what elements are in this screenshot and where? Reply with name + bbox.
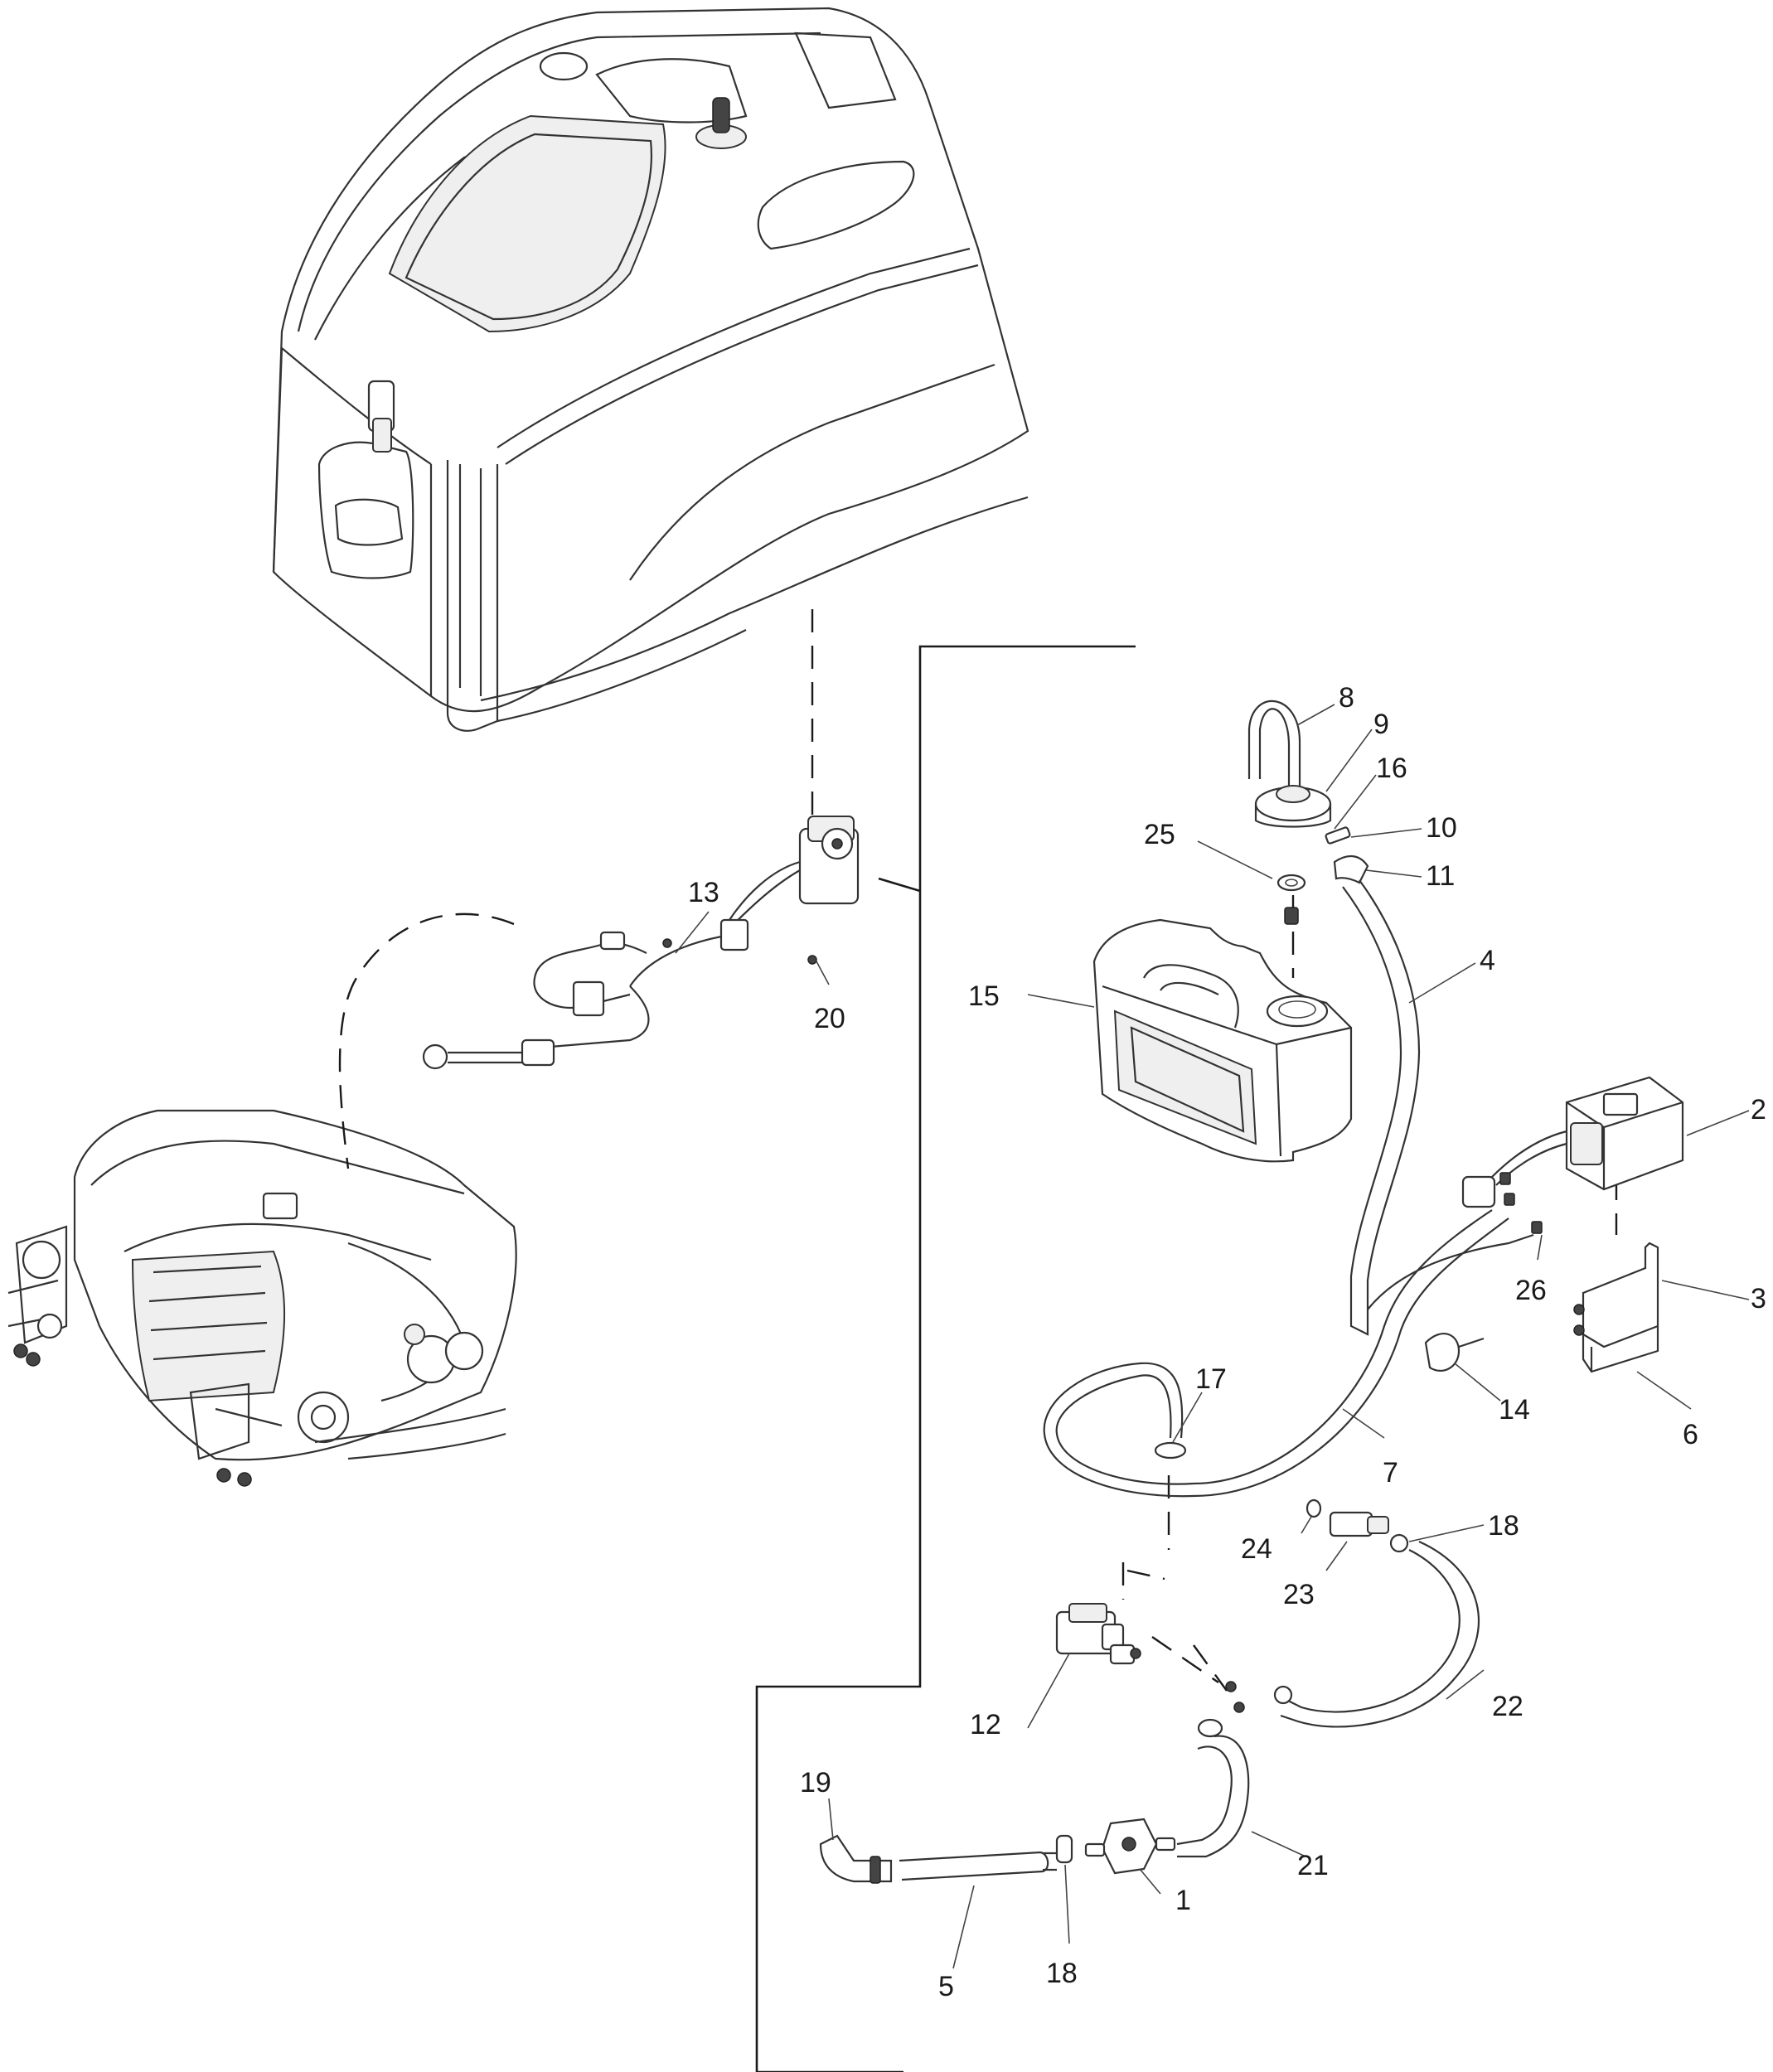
machine-base-chassis	[7, 1109, 517, 1487]
callout-leader-lines	[675, 704, 1750, 1969]
callout-7: 7	[1383, 1457, 1398, 1489]
callout-1: 1	[1175, 1885, 1191, 1916]
callout-21: 21	[1297, 1850, 1329, 1881]
callout-24: 24	[1241, 1533, 1272, 1565]
callout-labels: 1 2 3 4 5 6 7 8 9 10 11 12 13 14 15 16 1…	[688, 682, 1766, 2002]
screw-leader	[1193, 1644, 1228, 1692]
pump-mounting-bracket	[1573, 1242, 1659, 1373]
hose-4	[1342, 879, 1421, 1336]
pump-module	[1461, 1076, 1684, 1208]
o-ring-24	[1306, 1498, 1322, 1518]
detergent-tank	[1092, 918, 1353, 1163]
callout-15: 15	[968, 980, 1000, 1012]
callout-16: 16	[1376, 753, 1407, 784]
callout-9: 9	[1373, 709, 1389, 740]
callout-8: 8	[1339, 682, 1354, 714]
fitting-23	[1329, 1511, 1389, 1537]
callout-18b: 18	[1046, 1958, 1078, 1989]
cable-clamp-14	[1424, 1333, 1485, 1372]
hose-5	[899, 1851, 1057, 1881]
callout-26: 26	[1515, 1275, 1547, 1306]
hose-22	[1273, 1540, 1480, 1728]
machine-cover-housing	[272, 7, 1029, 732]
callout-14: 14	[1499, 1394, 1530, 1426]
callout-2: 2	[1751, 1094, 1766, 1126]
flow-meter-1	[1084, 1818, 1176, 1875]
screw-26	[1531, 1221, 1543, 1234]
callout-18a: 18	[1488, 1510, 1519, 1542]
callout-20: 20	[814, 1003, 845, 1034]
callout-12: 12	[970, 1709, 1001, 1740]
callout-11: 11	[1426, 860, 1455, 892]
callout-23: 23	[1283, 1579, 1315, 1610]
vent-tube	[1258, 708, 1291, 787]
callout-3: 3	[1751, 1283, 1766, 1314]
elbow-fitting-19	[819, 1834, 893, 1884]
valve-mount-leader-b	[1126, 1569, 1165, 1581]
tank-cap-assembly	[1247, 700, 1369, 925]
pump-harness-assembly	[422, 816, 860, 1070]
callout-17: 17	[1195, 1363, 1227, 1395]
dashed-assembly-leaders	[338, 609, 1618, 1692]
wire-and-hose-to-pump	[1367, 1233, 1534, 1310]
callout-10: 10	[1426, 812, 1457, 844]
valve-to-clamp-leader	[1151, 1636, 1219, 1683]
callout-25: 25	[1144, 819, 1175, 850]
arc-pump-to-base-leader	[338, 913, 515, 1169]
hose-clamp-18-lower	[1055, 1834, 1073, 1864]
subassembly-frame	[755, 645, 1136, 2072]
callout-19: 19	[800, 1767, 831, 1798]
callout-13: 13	[688, 877, 719, 908]
callout-22: 22	[1492, 1691, 1524, 1722]
callout-6: 6	[1683, 1419, 1698, 1450]
callout-4: 4	[1480, 945, 1495, 976]
callout-5: 5	[938, 1971, 954, 2002]
hose-21	[1176, 1718, 1250, 1858]
solenoid-valve-12	[1055, 1603, 1245, 1713]
hose-7	[1043, 1209, 1509, 1498]
hose-clamp-18-upper	[1389, 1533, 1409, 1553]
